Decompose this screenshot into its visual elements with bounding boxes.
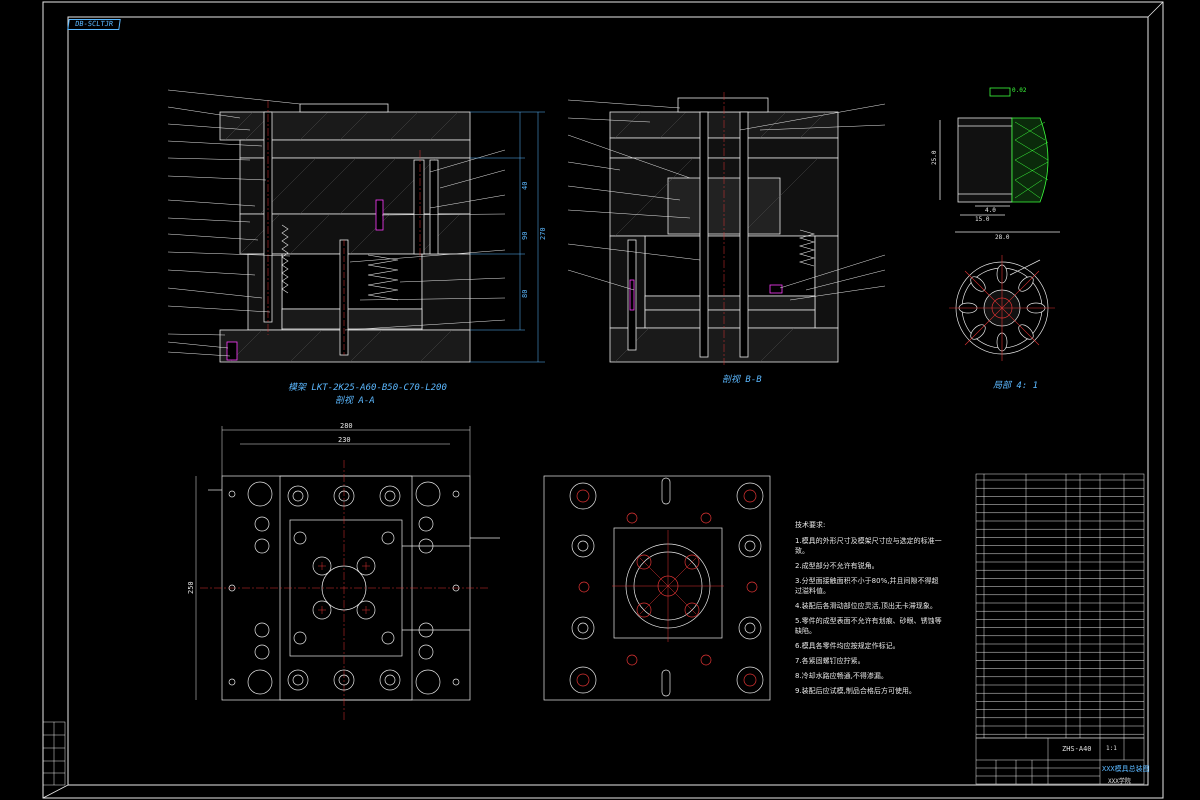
title-block-scale: 1:1 xyxy=(1106,745,1117,752)
dim-plan-width-inner: 230 xyxy=(338,436,351,444)
section-bb-leaders xyxy=(567,99,886,301)
dim-aa-mid: 90 xyxy=(521,232,529,240)
plan-view-fixed-half xyxy=(543,475,771,701)
section-aa-dimensions xyxy=(470,111,545,363)
revision-strip xyxy=(42,721,66,786)
plan-view-moving-half xyxy=(200,460,500,720)
notes-line: 1.模具的外形尺寸及模架尺寸应与选定的标准一致。 xyxy=(795,537,942,555)
section-aa-view xyxy=(219,100,471,363)
title-block-school: XXX学院 xyxy=(1108,778,1131,785)
notes-line: 4.装配后各滑动部位应灵活,顶出无卡滞现象。 xyxy=(795,602,937,610)
plan-view-left-dims xyxy=(195,426,471,700)
detail-side-view xyxy=(939,87,1060,233)
title-block-product-name: XXX模具总装图 xyxy=(1102,765,1150,773)
title-block-drawing-no: ZHS-A40 xyxy=(1062,745,1092,753)
dim-plan-height: 250 xyxy=(187,581,195,594)
notes-line: 5.零件的成型表面不允许有划痕、砂眼、锈蚀等缺陷。 xyxy=(795,617,942,635)
detail-dim-outer: 28.0 xyxy=(995,234,1010,241)
section-aa-spec: 模架 LKT-2K25-A60-B50-C70-L200 xyxy=(288,383,447,393)
technical-requirements: 技术要求: 1.模具的外形尺寸及模架尺寸应与选定的标准一致。 2.成型部分不允许… xyxy=(795,520,945,701)
detail-top-view xyxy=(949,255,1055,361)
drawing-corner-tag: DB-SCLTJR xyxy=(67,19,121,30)
sheet-outer-frame xyxy=(42,1,1164,799)
detail-dim-inner: 4.0 xyxy=(985,207,996,214)
section-bb-label: 剖视 B-B xyxy=(722,375,762,385)
dim-aa-top: 40 xyxy=(521,182,529,190)
detail-tolerance: 0.02 xyxy=(1012,87,1027,94)
notes-line: 2.成型部分不允许有锐角。 xyxy=(795,562,879,570)
detail-label: 局部 4: 1 xyxy=(993,381,1039,391)
detail-dim-height: 25.0 xyxy=(931,150,938,165)
section-aa-leaders xyxy=(167,89,506,357)
detail-dim-mid: 15.0 xyxy=(975,216,990,223)
notes-line: 3.分型面接触面积不小于80%,并且间隙不得超过溢料值。 xyxy=(795,577,939,595)
title-block xyxy=(975,737,1145,785)
notes-line: 7.各紧固螺钉应拧紧。 xyxy=(795,657,865,665)
dim-plan-width-outer: 280 xyxy=(340,422,353,430)
section-aa-label: 剖视 A-A xyxy=(335,396,375,406)
sheet-inner-frame xyxy=(67,16,1149,786)
notes-line: 9.装配后应试模,制品合格后方可使用。 xyxy=(795,687,916,695)
notes-line: 6.模具各零件均应按规定作标记。 xyxy=(795,642,900,650)
notes-title: 技术要求: xyxy=(795,521,826,529)
dim-aa-total: 270 xyxy=(539,227,547,240)
notes-line: 8.冷却水路应畅通,不得渗漏。 xyxy=(795,672,888,680)
parts-list-table xyxy=(975,473,1145,739)
dim-aa-bottom: 80 xyxy=(521,290,529,298)
section-bb-view xyxy=(609,92,839,365)
